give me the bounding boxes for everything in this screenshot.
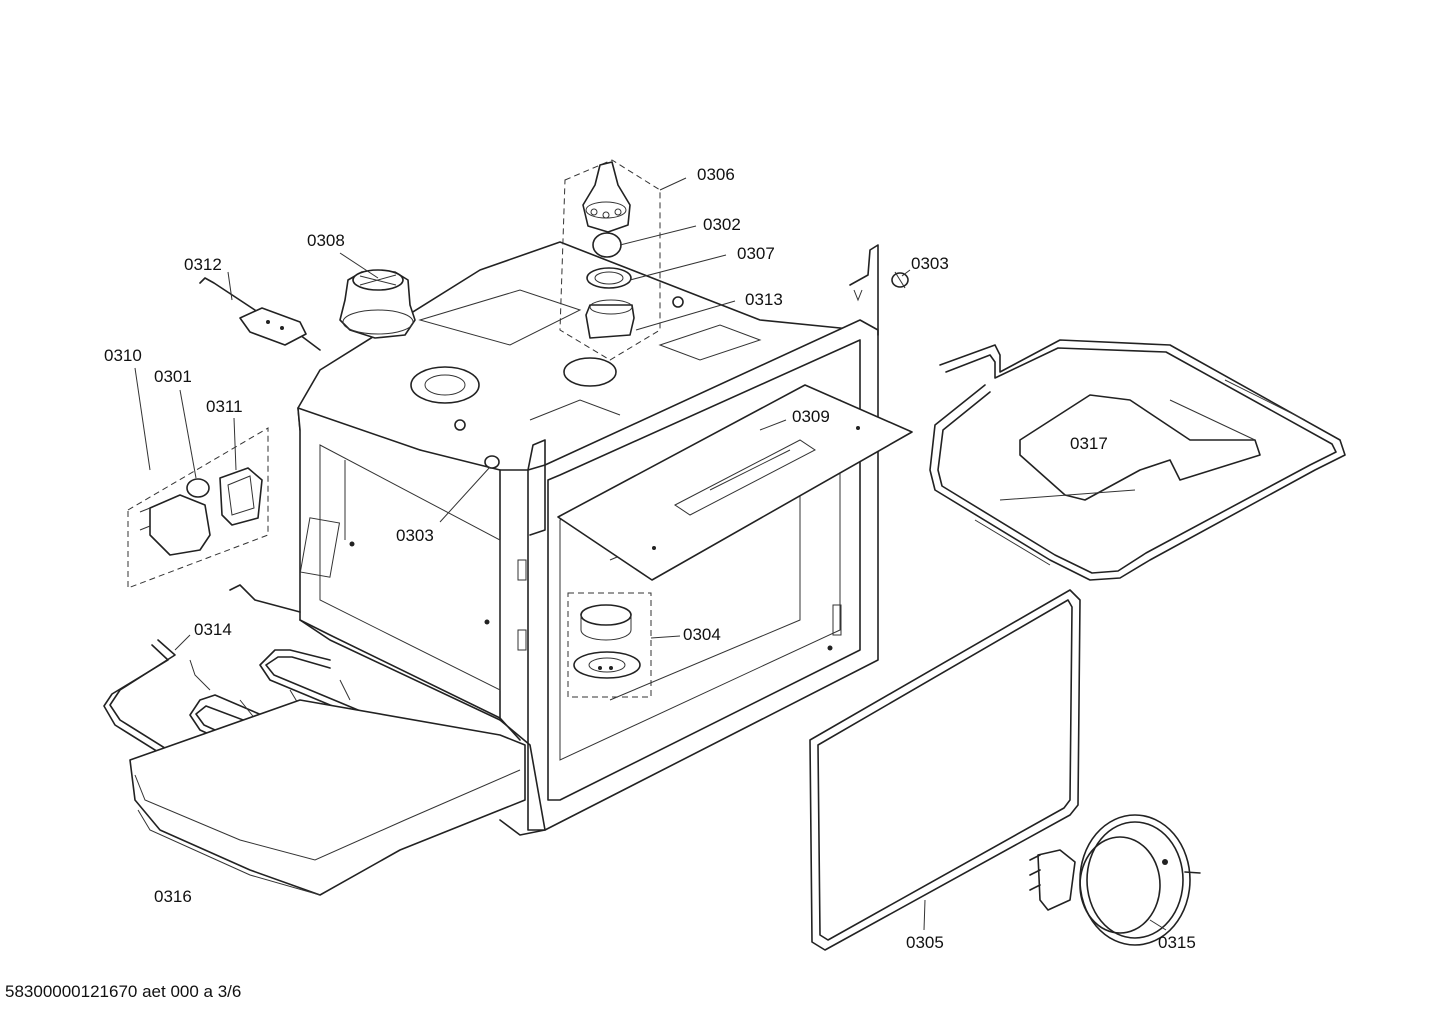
fan-motor-0308 bbox=[339, 269, 416, 339]
screw-0303 bbox=[484, 271, 909, 469]
part-label-0317: 0317 bbox=[1070, 434, 1108, 453]
switch-assembly-0310 bbox=[127, 427, 269, 589]
part-label-0315: 0315 bbox=[1158, 933, 1196, 952]
part-label-0301: 0301 bbox=[154, 367, 192, 386]
part-label-0305: 0305 bbox=[906, 933, 944, 952]
part-label-0307: 0307 bbox=[737, 244, 775, 263]
lamp-cover-0304 bbox=[567, 592, 652, 698]
part-label-0309: 0309 bbox=[792, 407, 830, 426]
document-reference: 58300000121670 aet 000 a 3/6 bbox=[5, 982, 242, 1001]
part-label-0314: 0314 bbox=[194, 620, 232, 639]
part-label-0302: 0302 bbox=[703, 215, 741, 234]
part-label-0313: 0313 bbox=[745, 290, 783, 309]
part-label-0310: 0310 bbox=[104, 346, 142, 365]
part-label-0304: 0304 bbox=[683, 625, 721, 644]
sensor-0312 bbox=[199, 277, 321, 351]
leader-lines bbox=[134, 177, 1167, 931]
ring-heater-0315 bbox=[1029, 814, 1201, 946]
part-label-0306: 0306 bbox=[697, 165, 735, 184]
door-seal-0305 bbox=[809, 589, 1081, 951]
part-label-0308: 0308 bbox=[307, 231, 345, 250]
part-label-0312: 0312 bbox=[184, 255, 222, 274]
part-label-0311: 0311 bbox=[206, 397, 243, 416]
part-label-0316: 0316 bbox=[154, 887, 192, 906]
part-label-0303-center: 0303 bbox=[396, 526, 434, 545]
top-heater-0317 bbox=[929, 339, 1346, 581]
lamp-assembly bbox=[559, 159, 661, 361]
cover-plate-0309 bbox=[557, 384, 913, 581]
part-label-0303-right: 0303 bbox=[911, 254, 949, 273]
insulation-0316 bbox=[129, 699, 526, 896]
